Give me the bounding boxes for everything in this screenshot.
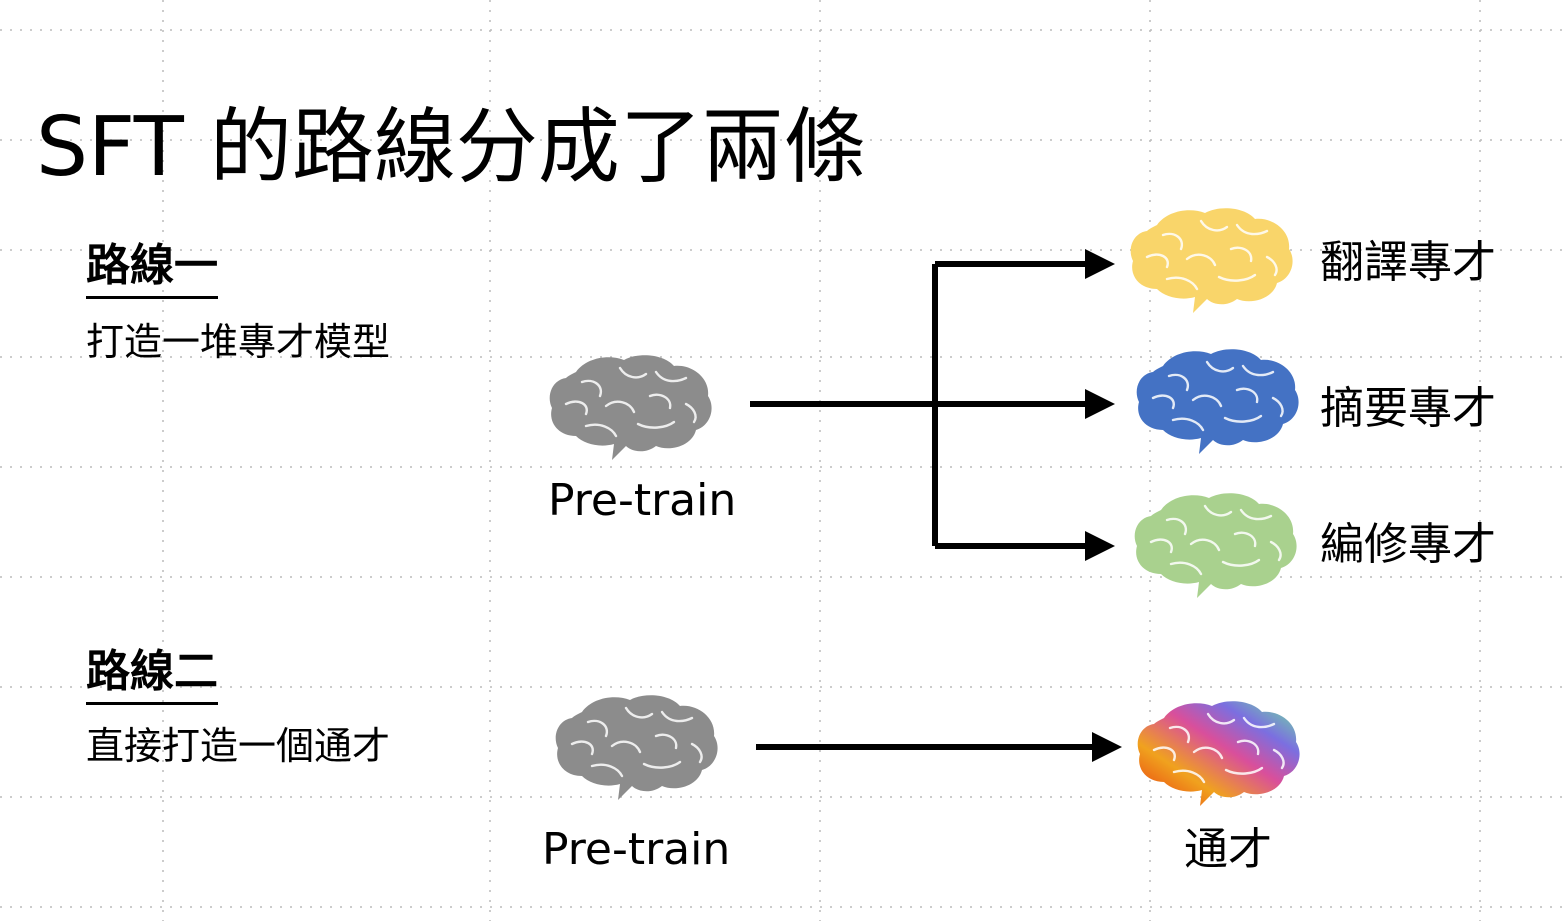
specialist-label-translation: 翻譯專才 xyxy=(1320,237,1496,288)
route2-description: 直接打造一個通才 xyxy=(86,724,391,768)
generalist-label: 通才 xyxy=(1184,824,1272,875)
route1-description: 打造一堆專才模型 xyxy=(86,320,391,364)
route2-heading: 路線二 xyxy=(86,644,218,705)
route1-pretrain-label: Pre-train xyxy=(548,475,737,526)
route2-pretrain-label: Pre-train xyxy=(542,824,731,875)
route1-heading: 路線一 xyxy=(86,238,218,299)
specialist-label-editing: 編修專才 xyxy=(1320,519,1496,570)
specialist-label-summary: 摘要專才 xyxy=(1320,383,1496,434)
page-title: SFT 的路線分成了兩條 xyxy=(36,99,866,195)
